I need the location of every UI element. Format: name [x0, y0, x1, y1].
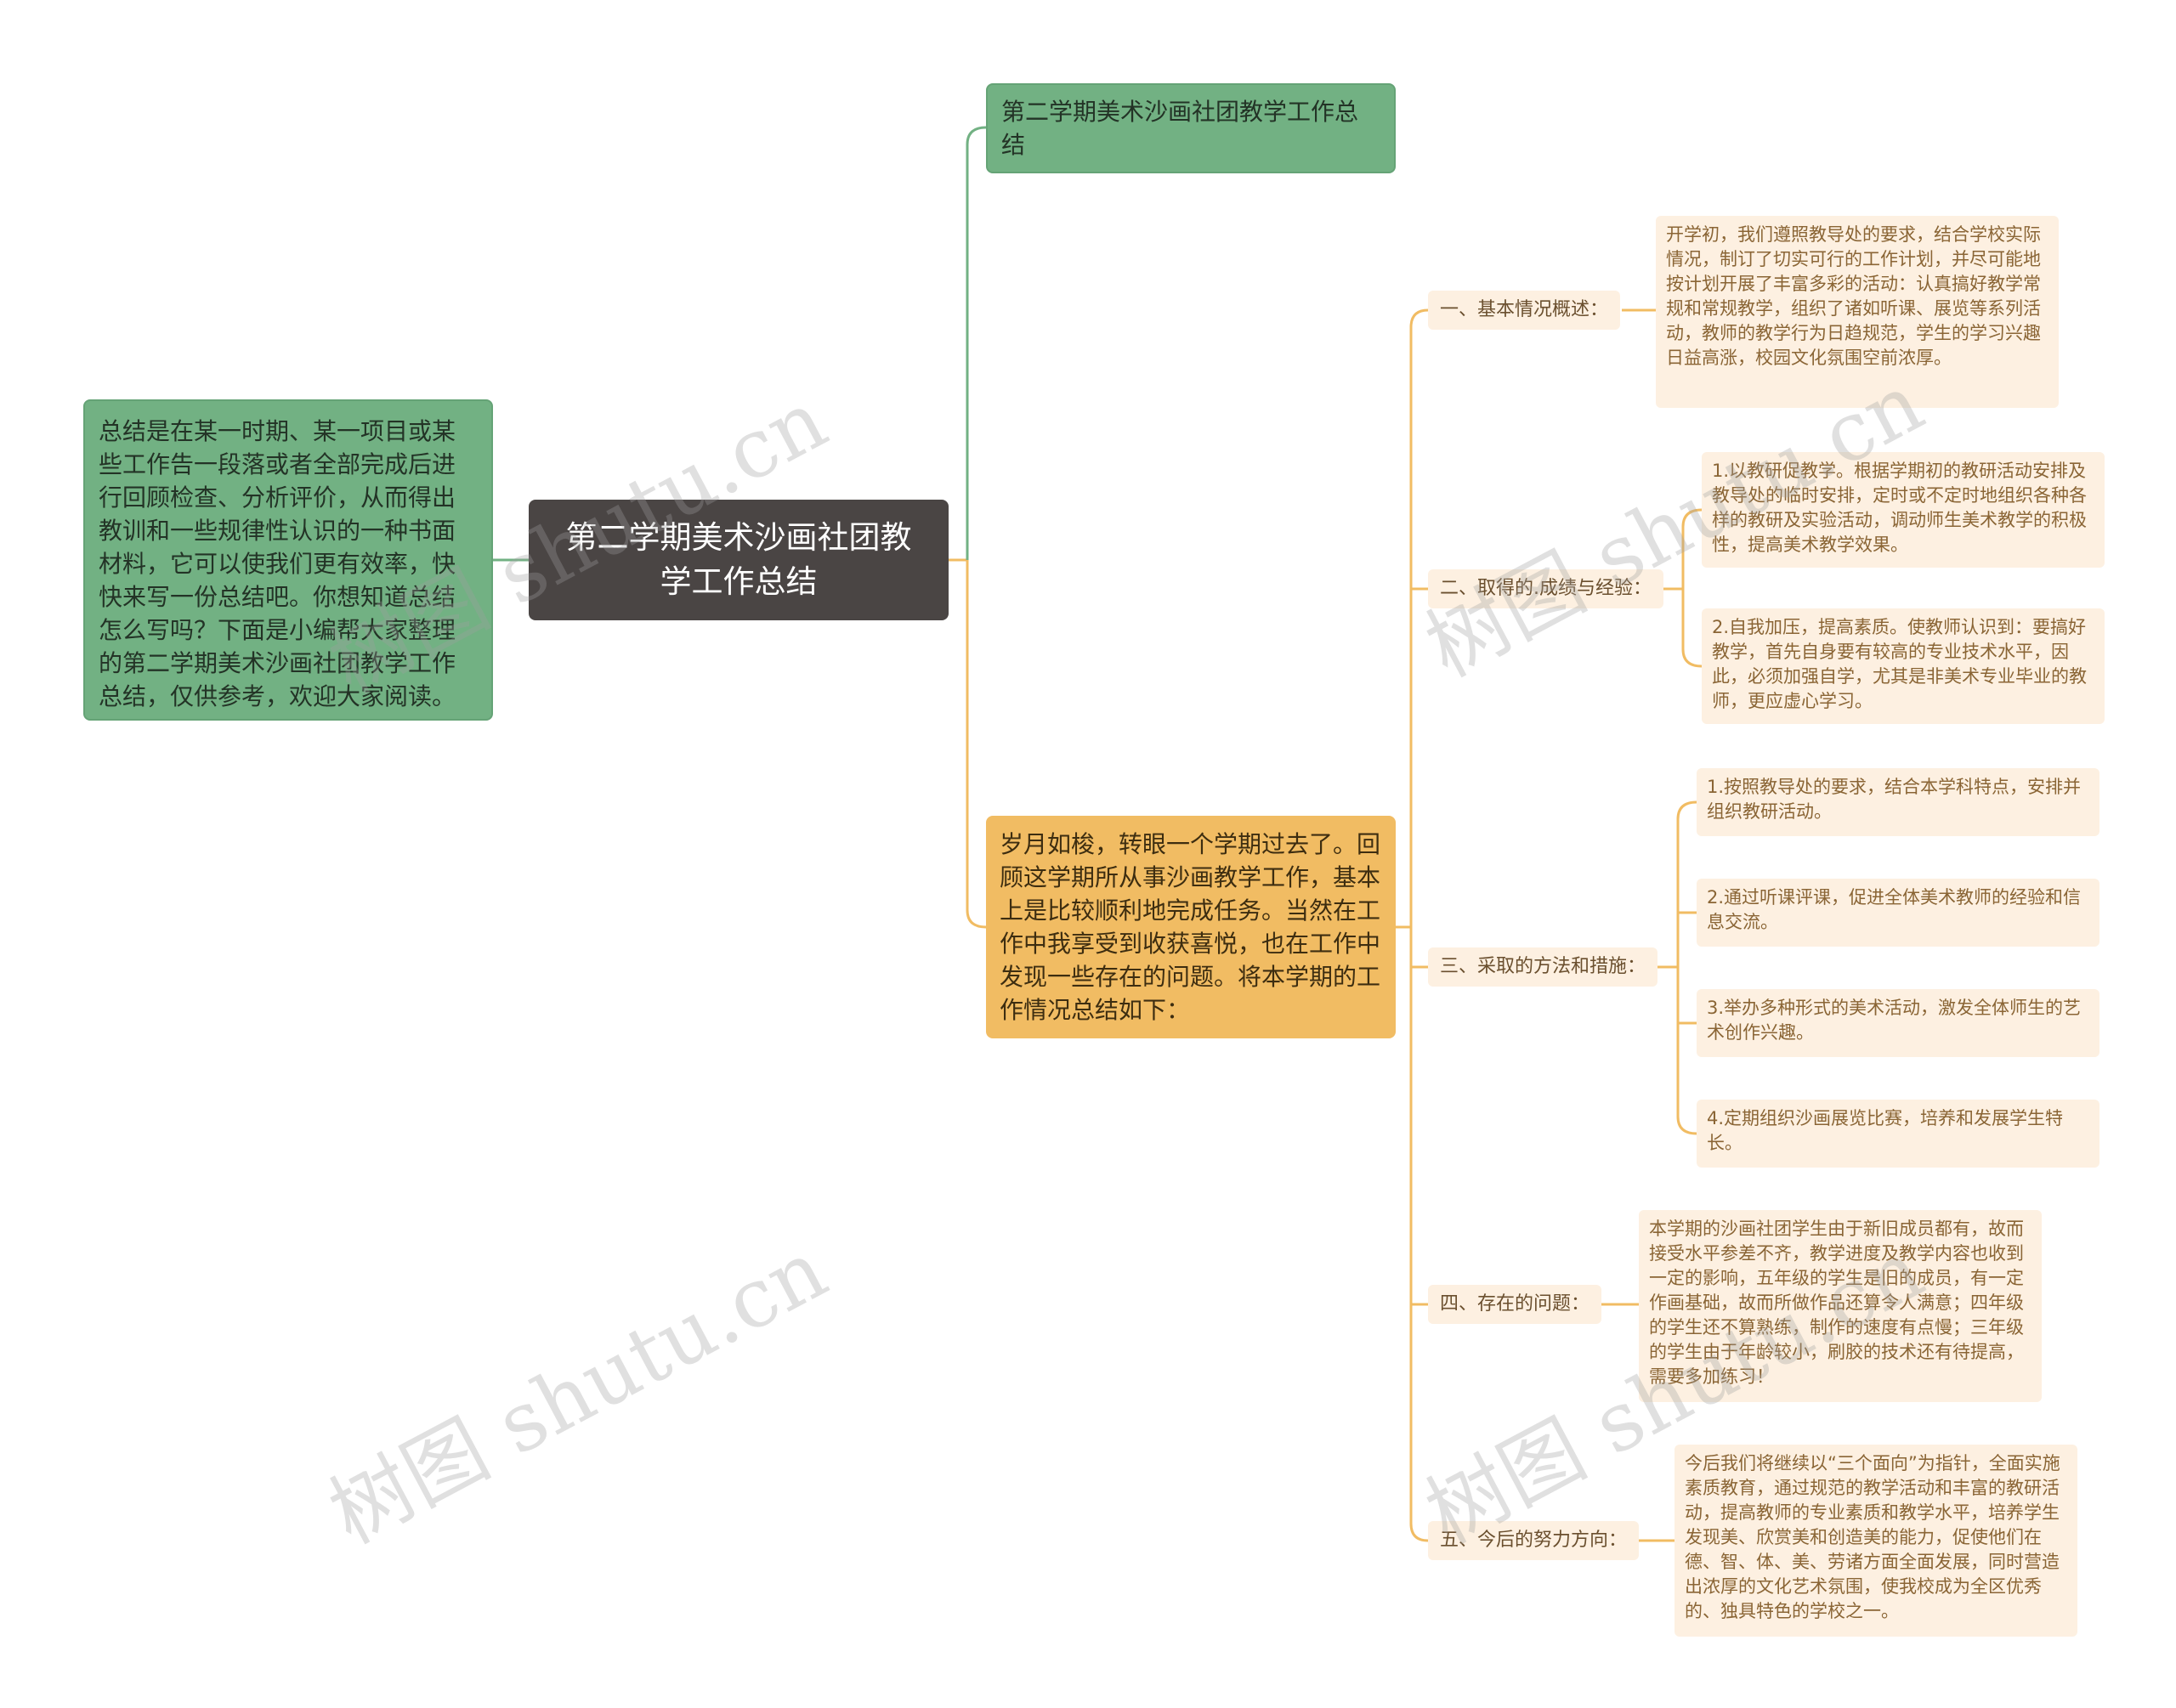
section-5-item-1[interactable]: 今后我们将继续以“三个面向”为指针，全面实施素质教育，通过规范的教学活动和丰富的…: [1674, 1445, 2077, 1637]
link-root-top-title: [966, 126, 987, 560]
intro-text: 岁月如梭，转眼一个学期过去了。回顾这学期所从事沙画教学工作，基本上是比较顺利地完…: [1000, 830, 1381, 1024]
section-4-label[interactable]: 四、存在的问题：: [1428, 1285, 1602, 1324]
section-3-label[interactable]: 三、采取的方法和措施：: [1428, 947, 1658, 987]
link-root-intro: [966, 560, 987, 929]
top-title-text: 第二学期美术沙画社团教学工作总结: [1001, 98, 1359, 159]
section-3-item-4[interactable]: 4.定期组织沙画展览比赛，培养和发展学生特长。: [1697, 1100, 2100, 1168]
intro-node[interactable]: 岁月如梭，转眼一个学期过去了。回顾这学期所从事沙画教学工作，基本上是比较顺利地完…: [986, 816, 1396, 1038]
section-3-item-2[interactable]: 2.通过听课评课，促进全体美术教师的经验和信息交流。: [1697, 879, 2100, 947]
section-1-label[interactable]: 一、基本情况概述：: [1428, 291, 1621, 330]
summary-node[interactable]: 总结是在某一时期、某一项目或某些工作告一段落或者全部完成后进行回顾检查、分析评价…: [83, 399, 493, 721]
section-2-item-2[interactable]: 2.自我加压，提高素质。使教师认识到：要搞好教学，首先自身要有较高的专业技术水平…: [1702, 608, 2105, 724]
root-title: 第二学期美术沙画社团教学工作总结: [565, 519, 912, 600]
section-5-label[interactable]: 五、今后的努力方向：: [1428, 1521, 1640, 1560]
top-title-node[interactable]: 第二学期美术沙画社团教学工作总结: [986, 83, 1396, 173]
link-section-3-leaves: [1658, 800, 1697, 1135]
section-2-label[interactable]: 二、取得的.成绩与经验：: [1428, 569, 1663, 608]
section-spine: [1409, 308, 1429, 1542]
link-section-2-leaves: [1658, 508, 1703, 668]
section-3-item-3[interactable]: 3.举办多种形式的美术活动，激发全体师生的艺术创作兴趣。: [1697, 989, 2100, 1057]
section-4-item-1[interactable]: 本学期的沙画社团学生由于新旧成员都有，故而接受水平参差不齐，教学进度及教学内容也…: [1639, 1210, 2042, 1402]
root-node[interactable]: 第二学期美术沙画社团教学工作总结: [529, 500, 949, 620]
section-2-item-1[interactable]: 1.以教研促教学。根据学期初的教研活动安排及教导处的临时安排，定时或不定时地组织…: [1702, 452, 2105, 568]
summary-text: 总结是在某一时期、某一项目或某些工作告一段落或者全部完成后进行回顾检查、分析评价…: [99, 417, 456, 710]
section-3-item-1[interactable]: 1.按照教导处的要求，结合本学科特点，安排并组织教研活动。: [1697, 768, 2100, 836]
section-1-item-1[interactable]: 开学初，我们遵照教导处的要求，结合学校实际情况，制订了切实可行的工作计划，并尽可…: [1656, 216, 2059, 408]
